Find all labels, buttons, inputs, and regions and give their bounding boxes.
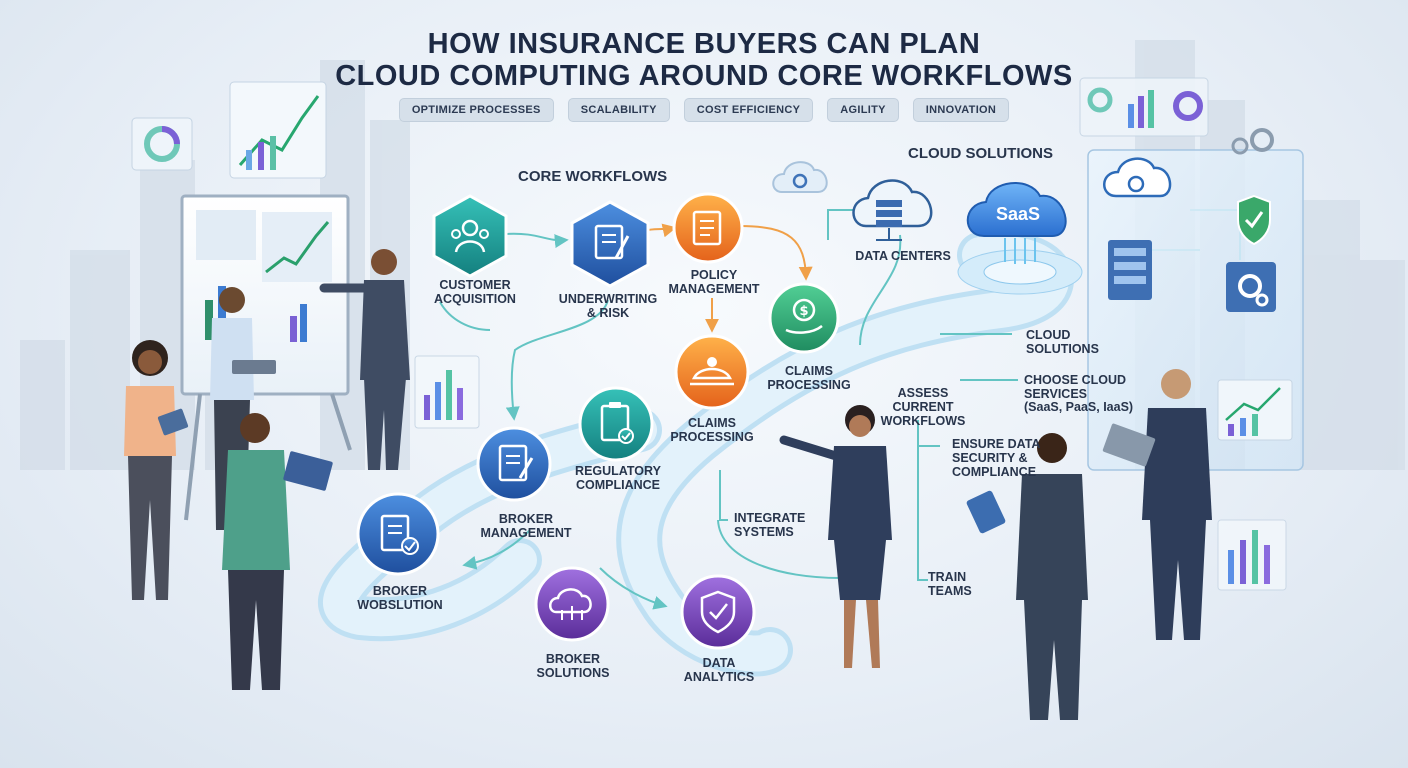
page-title-line-2: CLOUD COMPUTING AROUND CORE WORKFLOWS (335, 60, 1073, 92)
node-broker-solutions (534, 566, 610, 642)
person-man-right-laptop (1102, 369, 1212, 640)
label-broker-wobsolution: BROKER WOBSLUTION (357, 584, 443, 612)
step-assess-current-workflows: ASSESS CURRENT WORKFLOWS (880, 386, 966, 428)
label-regulatory-compliance: REGULATORY COMPLIANCE (575, 464, 661, 492)
step-integrate-systems: INTEGRATE SYSTEMS (734, 511, 806, 539)
saas-cloud-icon (966, 182, 1067, 264)
label-saas: SaaS (995, 204, 1041, 224)
label-claims-processing-right: CLAIMS PROCESSING (767, 364, 851, 392)
svg-text:$: $ (799, 304, 808, 319)
tag-innovation: INNOVATION (912, 98, 1010, 122)
node-customer-acquisition (432, 194, 508, 278)
node-claims-processing-right: $ (768, 282, 840, 354)
dashboard-card-right-bars (1217, 379, 1293, 591)
dashboard-card-line-chart (229, 81, 327, 179)
core-workflows-heading: CORE WORKFLOWS (518, 168, 668, 185)
label-customer-acquisition: CUSTOMER ACQUISITION (434, 278, 516, 306)
node-data-analytics (680, 574, 756, 650)
person-man-tablet (966, 433, 1088, 720)
cloud-solutions-heading: CLOUD SOLUTIONS (908, 145, 1053, 162)
cloud-gear-icon (772, 161, 828, 193)
page-title-line-1: HOW INSURANCE BUYERS CAN PLAN (427, 28, 981, 60)
tag-scalability: SCALABILITY (567, 98, 670, 122)
dashboard-card-right-top (1079, 77, 1209, 137)
node-policy-management (672, 192, 744, 264)
label-data-centers: DATA CENTERS (855, 249, 951, 263)
person-man-laptop (222, 413, 333, 690)
dashboard-card-donut (131, 117, 193, 171)
label-policy-management: POLICY MANAGEMENT (668, 268, 760, 296)
data-centers-icon (852, 179, 933, 241)
node-regulatory-compliance (578, 386, 654, 462)
tag-agility: AGILITY (827, 98, 899, 122)
node-claims-processing-center (674, 334, 750, 410)
benefit-tags: OPTIMIZE PROCESSES SCALABILITY COST EFFI… (0, 98, 1408, 122)
dashboard-card-bars-left (414, 355, 480, 429)
label-broker-solutions: BROKER SOLUTIONS (536, 652, 610, 680)
tag-cost-efficiency: COST EFFICIENCY (683, 98, 814, 122)
node-broker-management (476, 426, 552, 502)
node-broker-wobsolution (356, 492, 440, 576)
label-underwriting-risk: UNDERWRITING & RISK (558, 292, 658, 320)
step-train-teams: TRAIN TEAMS (928, 570, 972, 598)
person-woman-center-pointing (779, 405, 892, 668)
person-woman-left (124, 340, 189, 600)
label-claims-processing-center: CLAIMS PROCESSING (670, 416, 754, 444)
step-ensure-data-security: ENSURE DATA SECURITY & COMPLIANCE (952, 437, 1040, 479)
label-broker-management: BROKER MANAGEMENT (480, 512, 572, 540)
step-choose-cloud-services: CHOOSE CLOUD SERVICES (1024, 373, 1127, 401)
person-woman-pointing (319, 249, 410, 470)
label-data-analytics: DATA ANALYTICS (683, 656, 755, 684)
node-underwriting-risk (570, 200, 650, 288)
tag-optimize-processes: OPTIMIZE PROCESSES (398, 98, 554, 122)
step-cloud-service-types: (SaaS, PaaS, IaaS) (1024, 400, 1134, 414)
step-cloud-solutions: CLOUD SOLUTIONS (1026, 328, 1099, 356)
